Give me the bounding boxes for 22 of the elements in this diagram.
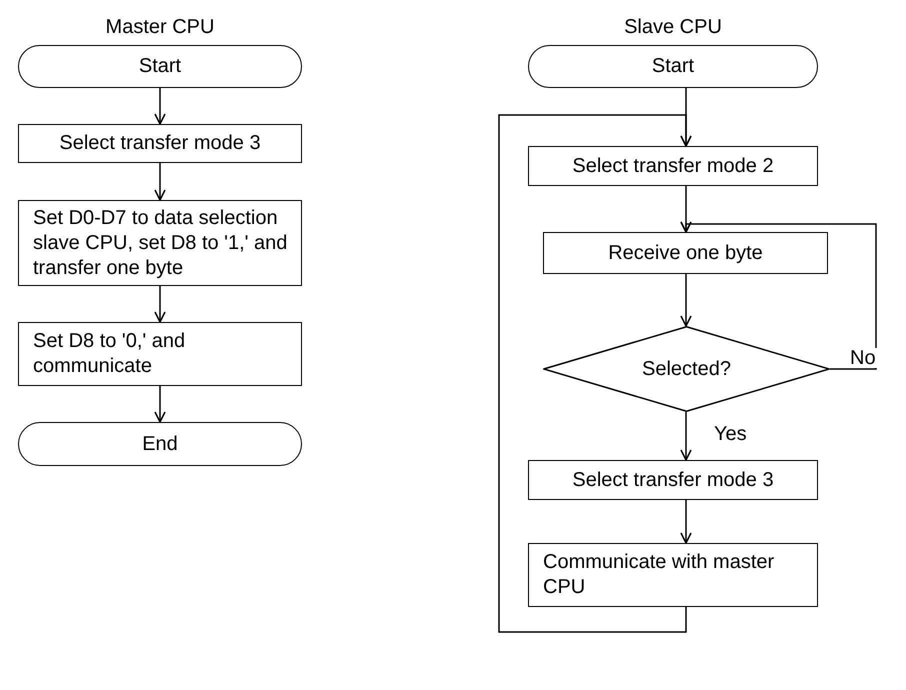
terminal-box: Start xyxy=(18,45,302,88)
arrow xyxy=(680,221,877,370)
column-heading: Master CPU xyxy=(104,17,216,37)
arrow xyxy=(154,163,166,201)
process-box: Communicate with master CPU xyxy=(528,543,818,607)
terminal-box: End xyxy=(18,422,302,466)
arrow xyxy=(154,286,166,323)
arrow xyxy=(680,412,692,461)
column-heading: Slave CPU xyxy=(623,17,723,37)
arrow xyxy=(680,500,692,544)
process-box: Receive one byte xyxy=(543,232,828,274)
process-box: Set D0-D7 to data selection slave CPU, set D8 to '1,' and transfer one byte xyxy=(18,200,302,286)
arrow xyxy=(680,274,692,327)
arrow xyxy=(154,386,166,423)
process-box: Set D8 to '0,' and communicate xyxy=(18,322,302,386)
process-box: Select transfer mode 3 xyxy=(528,460,818,500)
terminal-box: Start xyxy=(528,45,818,88)
process-box: Select transfer mode 3 xyxy=(18,124,302,163)
decision-diamond: Selected? xyxy=(543,326,830,412)
process-box: Select transfer mode 2 xyxy=(528,146,818,186)
arrow xyxy=(154,88,166,125)
arrow xyxy=(498,114,692,633)
